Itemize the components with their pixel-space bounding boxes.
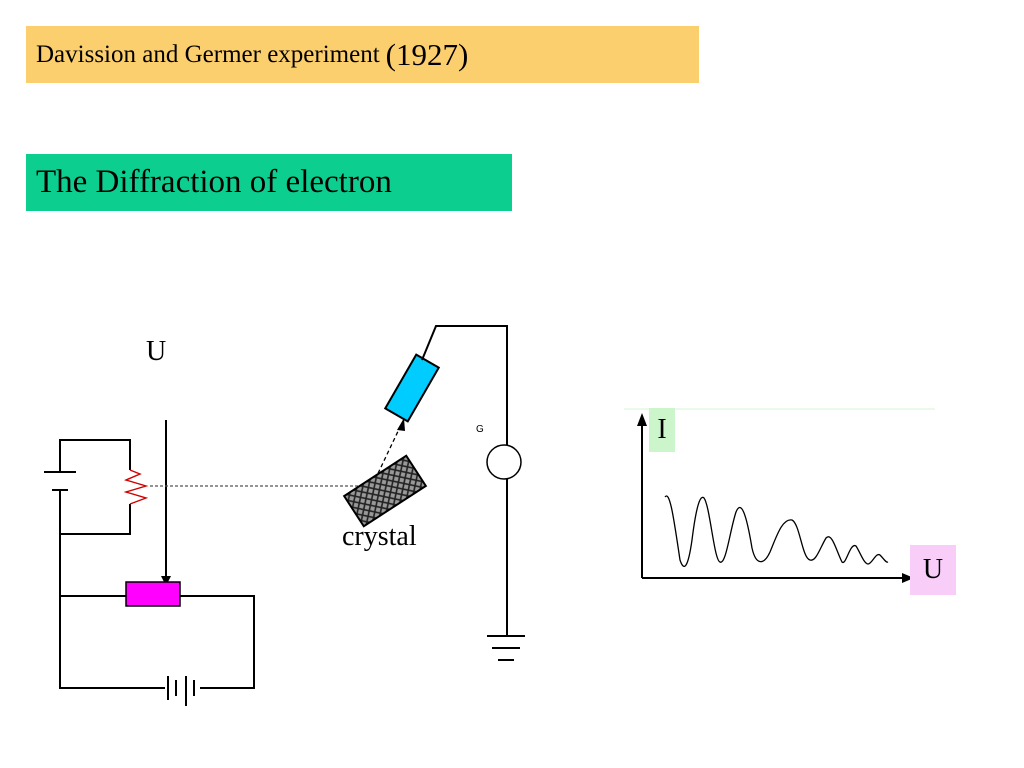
- rheostat: [125, 581, 181, 607]
- x-axis-arrowhead: [902, 573, 914, 583]
- detector: [383, 353, 441, 423]
- galvanometer-label: G: [476, 424, 484, 435]
- page-title-year: (1927): [385, 36, 469, 72]
- circuit-wires: [59, 420, 255, 689]
- slider-arrowhead: [161, 576, 171, 586]
- y-axis-label: I: [649, 408, 675, 452]
- intensity-curve: [664, 495, 889, 567]
- galvanometer: [486, 444, 522, 480]
- filament-coil: [123, 469, 149, 505]
- anode-battery: [167, 676, 195, 706]
- voltage-label: U: [146, 336, 167, 367]
- page-title: Davission and Germer experiment: [36, 40, 380, 68]
- title-banner: Davission and Germer experiment (1927): [26, 26, 699, 83]
- scattered-beam-arrowhead: [397, 418, 405, 431]
- page-subtitle: The Diffraction of electron: [36, 164, 392, 200]
- crystal: [342, 454, 428, 528]
- x-axis-label: U: [910, 545, 956, 595]
- ground-symbol: [487, 635, 525, 661]
- crystal-label: crystal: [342, 521, 417, 552]
- graph-axes: [641, 422, 908, 579]
- detector-wires: [421, 325, 508, 636]
- y-axis-arrowhead: [637, 413, 647, 426]
- scattered-beam: [371, 424, 402, 487]
- filament-battery: [44, 471, 76, 491]
- subtitle-banner: The Diffraction of electron: [26, 154, 512, 211]
